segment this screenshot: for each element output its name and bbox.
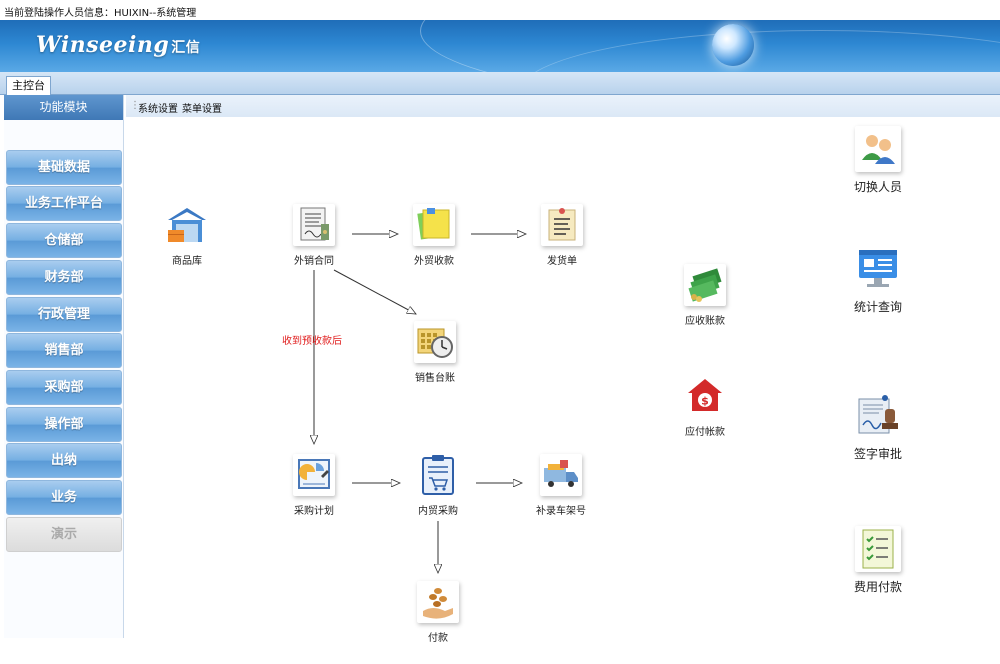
sidebar-item-finance-dept[interactable]: 财务部 [6,260,122,295]
switch-users-icon [855,126,901,172]
svg-text:$: $ [701,395,709,408]
node-delivery-note[interactable]: 发货单 [532,204,592,267]
signature-stamp-icon [855,393,901,439]
node-purchase-plan[interactable]: 采购计划 [284,454,344,517]
node-payment[interactable]: 付款 [408,581,468,644]
node-export-contract[interactable]: 外销合同 [284,204,344,267]
node-sales-ledger[interactable]: 销售台账 [405,321,465,384]
shortcut-expense-payment[interactable]: 费用付款 [840,526,916,595]
sidebar-item-sales-dept[interactable]: 销售部 [6,333,122,368]
node-warehouse[interactable]: 商品库 [157,204,217,267]
tab-main-console[interactable]: 主控台 [6,76,51,95]
flow-arrows [124,118,1000,664]
sidebar-item-business-platform[interactable]: 业务工作平台 [6,186,122,221]
shortcut-signature-approval[interactable]: 签字审批 [840,393,916,462]
sidebar-item-cashier[interactable]: 出纳 [6,443,122,478]
prepayment-note: 收到预收款后 [282,336,342,347]
contract-icon [293,204,335,246]
sidebar-item-purchasing-dept[interactable]: 采购部 [6,370,122,405]
node-payables[interactable]: $ 应付帐款 [670,375,740,438]
breadcrumb: ⋮ 系统设置 菜单设置 [126,95,1000,117]
globe-icon [712,24,754,66]
node-domestic-purchase[interactable]: 内贸采购 [408,454,468,517]
login-info-text: 当前登陆操作人员信息：HUIXIN--系统管理 [4,8,197,19]
shortcut-statistics-query[interactable]: 统计查询 [840,246,916,315]
coins-hand-icon [417,581,459,623]
node-supplement-chassis[interactable]: 补录车架号 [528,454,594,517]
warehouse-icon [166,204,208,246]
sidebar-item-business[interactable]: 业务 [6,480,122,515]
calendar-clock-icon [414,321,456,363]
dollar-house-icon: $ [684,375,726,417]
truck-icon [540,454,582,496]
sidebar-item-warehouse-dept[interactable]: 仓储部 [6,223,122,258]
sidebar-title: 功能模块 [4,95,123,120]
breadcrumb-menu-settings[interactable]: 菜单设置 [182,104,222,115]
tab-bar: 主控台 [0,72,1000,95]
sidebar-item-operations-dept[interactable]: 操作部 [6,407,122,442]
sidebar-item-admin[interactable]: 行政管理 [6,297,122,332]
stats-monitor-icon [855,246,901,292]
breadcrumb-system-settings[interactable]: 系统设置 [138,104,178,115]
node-receivables[interactable]: 应收账款 [670,264,740,327]
sidebar-item-demo: 演示 [6,517,122,552]
sidebar: 功能模块 基础数据 业务工作平台 仓储部 财务部 行政管理 销售部 采购部 操作… [4,95,124,638]
clipboard-cart-icon [417,454,459,496]
chart-plan-icon [293,454,335,496]
shortcut-switch-users[interactable]: 切换人员 [840,126,916,195]
money-stack-icon [684,264,726,306]
note-list-icon [541,204,583,246]
login-info-bar: 当前登陆操作人员信息：HUIXIN--系统管理 [0,0,1000,20]
flow-canvas: 收到预收款后 商品库 [124,118,1000,664]
checklist-icon [855,526,901,572]
sticky-notes-icon [413,204,455,246]
sidebar-item-basic-data[interactable]: 基础数据 [6,150,122,185]
node-foreign-receipt[interactable]: 外贸收款 [404,204,464,267]
arrow-contract-to-ledger [333,269,416,314]
